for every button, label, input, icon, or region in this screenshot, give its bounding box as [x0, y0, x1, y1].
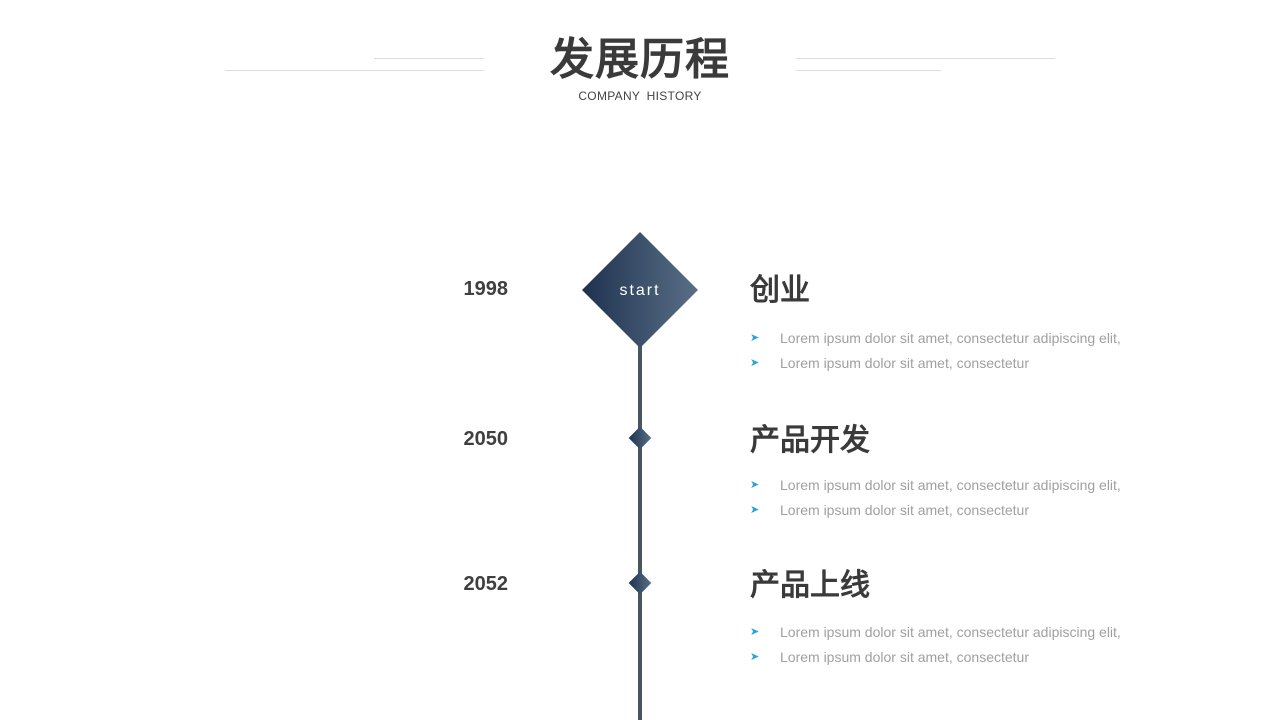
header-line-right-top	[796, 58, 1055, 59]
event-year: 2050	[463, 428, 509, 450]
arrow-bullet-icon: ➤	[750, 332, 760, 344]
arrow-bullet-icon: ➤	[750, 357, 760, 369]
arrow-bullet-icon: ➤	[750, 651, 760, 663]
event-bullet-text: Lorem ipsum dolor sit amet, consectetur	[780, 649, 1029, 665]
event-bullet: ➤ Lorem ipsum dolor sit amet, consectetur…	[750, 328, 1121, 348]
start-label: start	[619, 282, 661, 299]
timeline-marker-2050	[628, 426, 652, 450]
event-bullet: ➤ Lorem ipsum dolor sit amet, consectetur	[750, 500, 1029, 520]
arrow-bullet-icon: ➤	[750, 479, 760, 491]
page-subtitle: COMPANY HISTORY	[578, 89, 702, 103]
event-bullet: ➤ Lorem ipsum dolor sit amet, consectetur	[750, 647, 1029, 667]
timeline-line	[638, 340, 642, 720]
event-bullet-text: Lorem ipsum dolor sit amet, consectetur …	[780, 624, 1121, 640]
event-year: 2052	[463, 573, 509, 595]
event-title: 产品上线	[750, 568, 870, 603]
event-bullet-text: Lorem ipsum dolor sit amet, consectetur	[780, 502, 1029, 518]
page-title: 发展历程	[550, 34, 730, 85]
event-bullet-text: Lorem ipsum dolor sit amet, consectetur	[780, 355, 1029, 371]
header-line-left-top	[374, 58, 484, 59]
event-title: 创业	[750, 273, 810, 308]
event-bullet-text: Lorem ipsum dolor sit amet, consectetur …	[780, 477, 1121, 493]
header-line-right-bottom	[796, 70, 941, 71]
event-bullet: ➤ Lorem ipsum dolor sit amet, consectetur…	[750, 475, 1121, 495]
timeline-marker-2052	[628, 571, 652, 595]
event-bullet: ➤ Lorem ipsum dolor sit amet, consectetur	[750, 353, 1029, 373]
arrow-bullet-icon: ➤	[750, 626, 760, 638]
header-line-left-bottom	[225, 70, 484, 71]
arrow-bullet-icon: ➤	[750, 504, 760, 516]
event-title: 产品开发	[750, 423, 870, 458]
event-bullet: ➤ Lorem ipsum dolor sit amet, consectetur…	[750, 622, 1121, 642]
event-year: 1998	[463, 278, 509, 300]
event-bullet-text: Lorem ipsum dolor sit amet, consectetur …	[780, 330, 1121, 346]
